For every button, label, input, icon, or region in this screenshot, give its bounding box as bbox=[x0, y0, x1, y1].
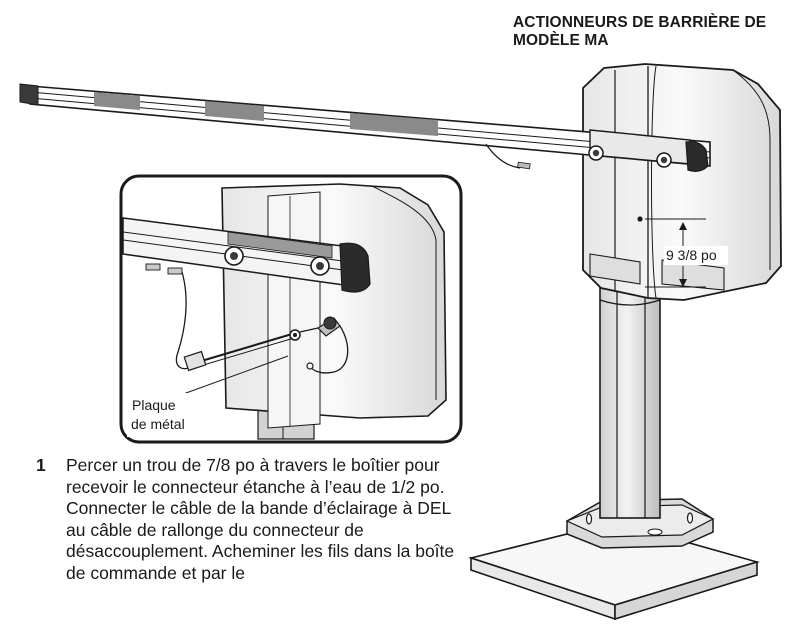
dimension-label: 9 3/8 po bbox=[666, 247, 717, 263]
step-number: 1 bbox=[36, 455, 46, 475]
gate-arm bbox=[19, 83, 711, 172]
instruction-step: 1 Percer un trou de 7/8 po à travers le … bbox=[36, 455, 466, 584]
operator-housing bbox=[582, 63, 782, 301]
step-text: Percer un trou de 7/8 po à travers le bo… bbox=[66, 455, 455, 583]
inset-detail: Plaque de métal bbox=[119, 174, 463, 444]
support-post bbox=[599, 285, 661, 519]
dimension-marker: 9 3/8 po bbox=[637, 216, 728, 288]
metal-plate-label-line2: de métal bbox=[131, 416, 185, 432]
page-title: ACTIONNEURS DE BARRIÈRE DE MODÈLE MA bbox=[513, 14, 767, 49]
metal-plate-label: Plaque bbox=[132, 397, 176, 413]
